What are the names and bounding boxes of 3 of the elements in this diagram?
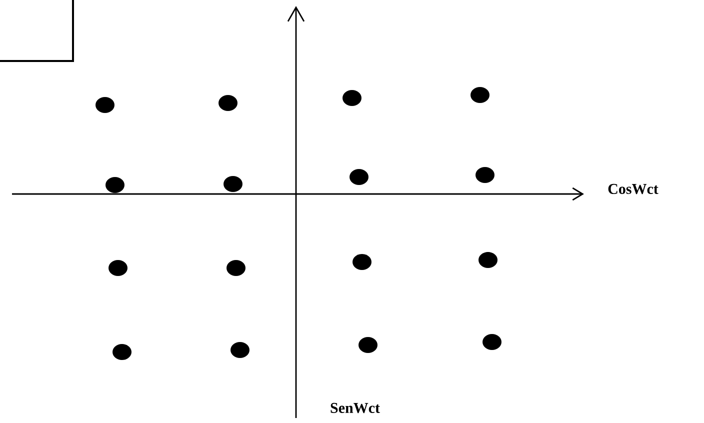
- axis-label: SenWct: [330, 402, 380, 414]
- cropped-box: [0, 0, 74, 62]
- axis-label: CosWct: [608, 184, 658, 194]
